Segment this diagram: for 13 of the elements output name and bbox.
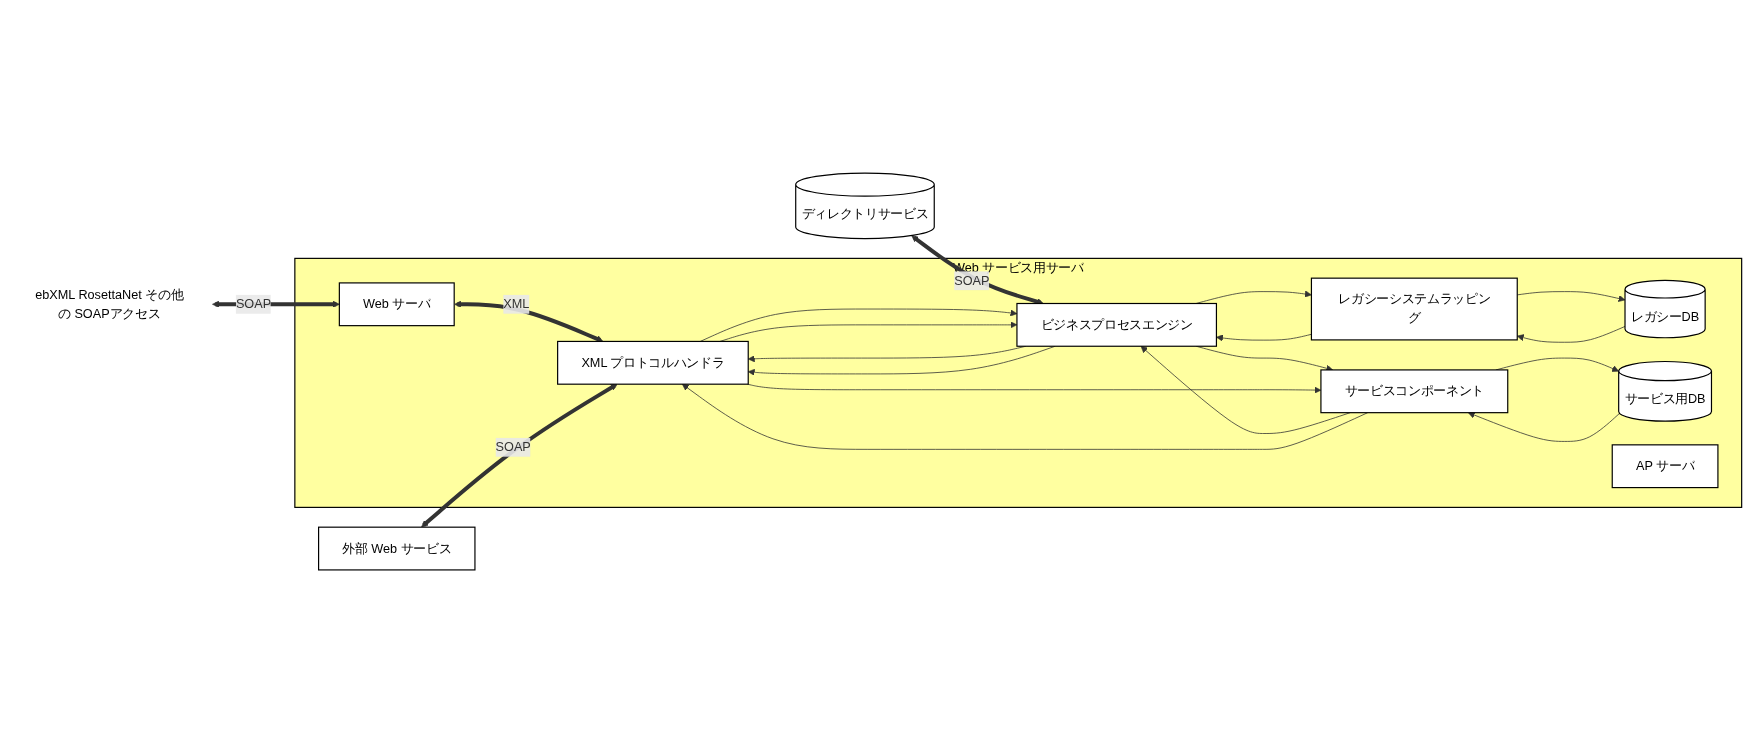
- edge-label: SOAP: [235, 297, 272, 311]
- edge-label: SOAP: [495, 440, 531, 454]
- edge-label: XML: [503, 297, 530, 311]
- node-box: XML プロトコルハンドラ: [557, 340, 749, 385]
- node-box: レガシーシステムラッピング: [1310, 277, 1518, 341]
- node-box: AP サーバ: [1611, 444, 1719, 489]
- node-box: 外部 Web サービス: [318, 526, 476, 571]
- node-box: ビジネスプロセスエンジン: [1016, 302, 1218, 347]
- arrow: [421, 383, 618, 528]
- node-box: サービスコンポーネント: [1320, 369, 1509, 414]
- node-text: ebXML RosettaNet その他の SOAPアクセス: [35, 287, 184, 321]
- node-box: Web サーバ: [338, 282, 455, 327]
- edge-label: SOAP: [954, 273, 990, 288]
